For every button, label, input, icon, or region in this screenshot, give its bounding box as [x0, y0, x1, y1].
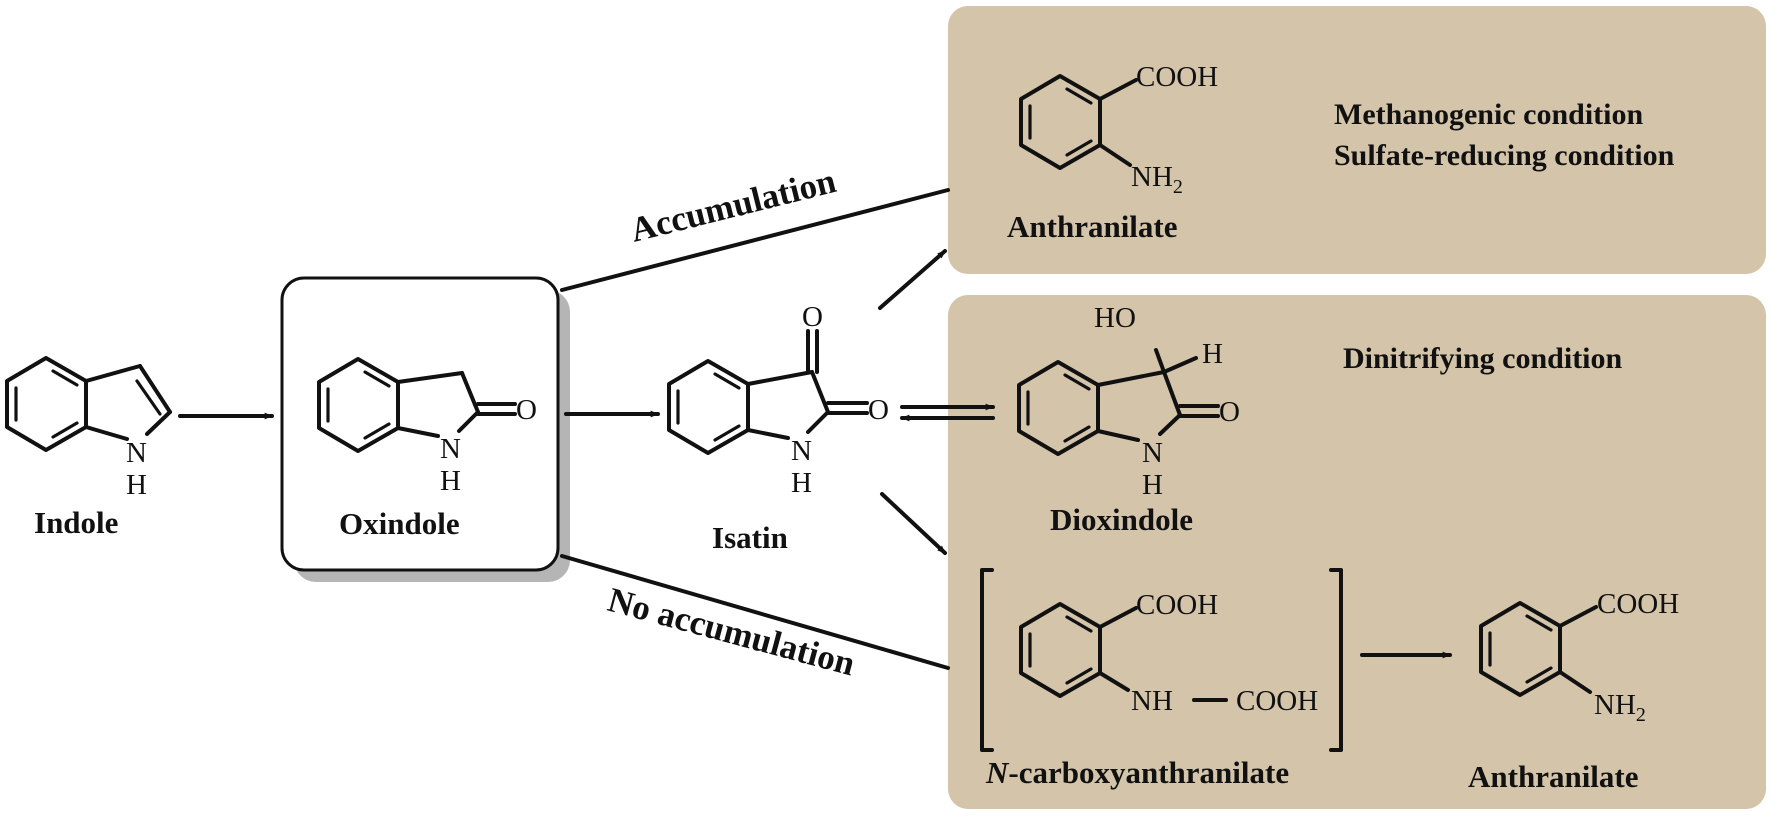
no-accumulation-line — [560, 554, 950, 670]
anaerobic-panel-top — [948, 6, 1766, 274]
arrow-isatin-to-anthranilate-top — [878, 249, 947, 310]
indole-structure — [5, 356, 172, 452]
isatin-right-o-atom: O — [868, 394, 889, 426]
oxindole-h-atom: H — [440, 465, 461, 497]
dioxindole-structure — [1017, 348, 1220, 456]
carboxyanthranilate-label: N-carboxyanthranilate — [985, 755, 1289, 790]
isatin-h-atom: H — [791, 467, 812, 499]
oxindole-o-atom: O — [516, 394, 537, 426]
anthranilate-bottom-nh2: NH2 — [1594, 689, 1646, 726]
dioxindole-h-atom: H — [1142, 469, 1163, 501]
indole-n-atom: N — [126, 437, 147, 469]
carboxyanthranilate-cooh-n: COOH — [1236, 685, 1318, 717]
isatin-structure — [667, 329, 869, 455]
oxindole-label: Oxindole — [339, 506, 460, 541]
anthranilate-top-cooh: COOH — [1136, 61, 1218, 93]
indole-label: Indole — [34, 505, 118, 540]
carboxyanthranilate-structure — [1019, 602, 1228, 702]
denitrifying-condition: Dinitrifying condition — [1343, 342, 1623, 375]
dioxindole-ho: HO — [1094, 302, 1136, 334]
oxindole-n-atom: N — [440, 433, 461, 465]
accumulation-line — [560, 188, 950, 292]
anthranilate-top-nh2: NH2 — [1131, 161, 1183, 198]
indole-h-atom: H — [126, 469, 147, 501]
bracket-right — [1329, 568, 1343, 752]
isatin-label: Isatin — [712, 520, 788, 555]
anthranilate-top-structure — [1019, 74, 1138, 170]
isatin-top-o-atom: O — [802, 301, 823, 333]
carboxyanthranilate-cooh-top: COOH — [1136, 589, 1218, 621]
methanogenic-condition: Methanogenic condition — [1334, 98, 1643, 131]
sulfate-reducing-condition: Sulfate-reducing condition — [1334, 139, 1675, 172]
bracket-left — [980, 568, 994, 752]
dioxindole-h: H — [1202, 338, 1223, 370]
denitrifying-panel — [948, 295, 1766, 809]
dioxindole-o: O — [1219, 396, 1240, 428]
anthranilate-bottom-structure — [1479, 601, 1598, 697]
anthranilate-bottom-cooh: COOH — [1597, 588, 1679, 620]
oxindole-structure — [317, 357, 517, 453]
carboxyanthranilate-nh: NH — [1131, 685, 1173, 717]
anthranilate-bottom-label: Anthranilate — [1468, 759, 1639, 794]
arrow-isatin-to-carboxyanthranilate — [880, 492, 947, 555]
dioxindole-label: Dioxindole — [1050, 502, 1193, 537]
dioxindole-n-atom: N — [1142, 437, 1163, 469]
oxindole-box — [280, 276, 560, 572]
anthranilate-top-label: Anthranilate — [1007, 209, 1178, 244]
isatin-n-atom: N — [791, 435, 812, 467]
accumulation-label: Accumulation — [627, 161, 840, 250]
